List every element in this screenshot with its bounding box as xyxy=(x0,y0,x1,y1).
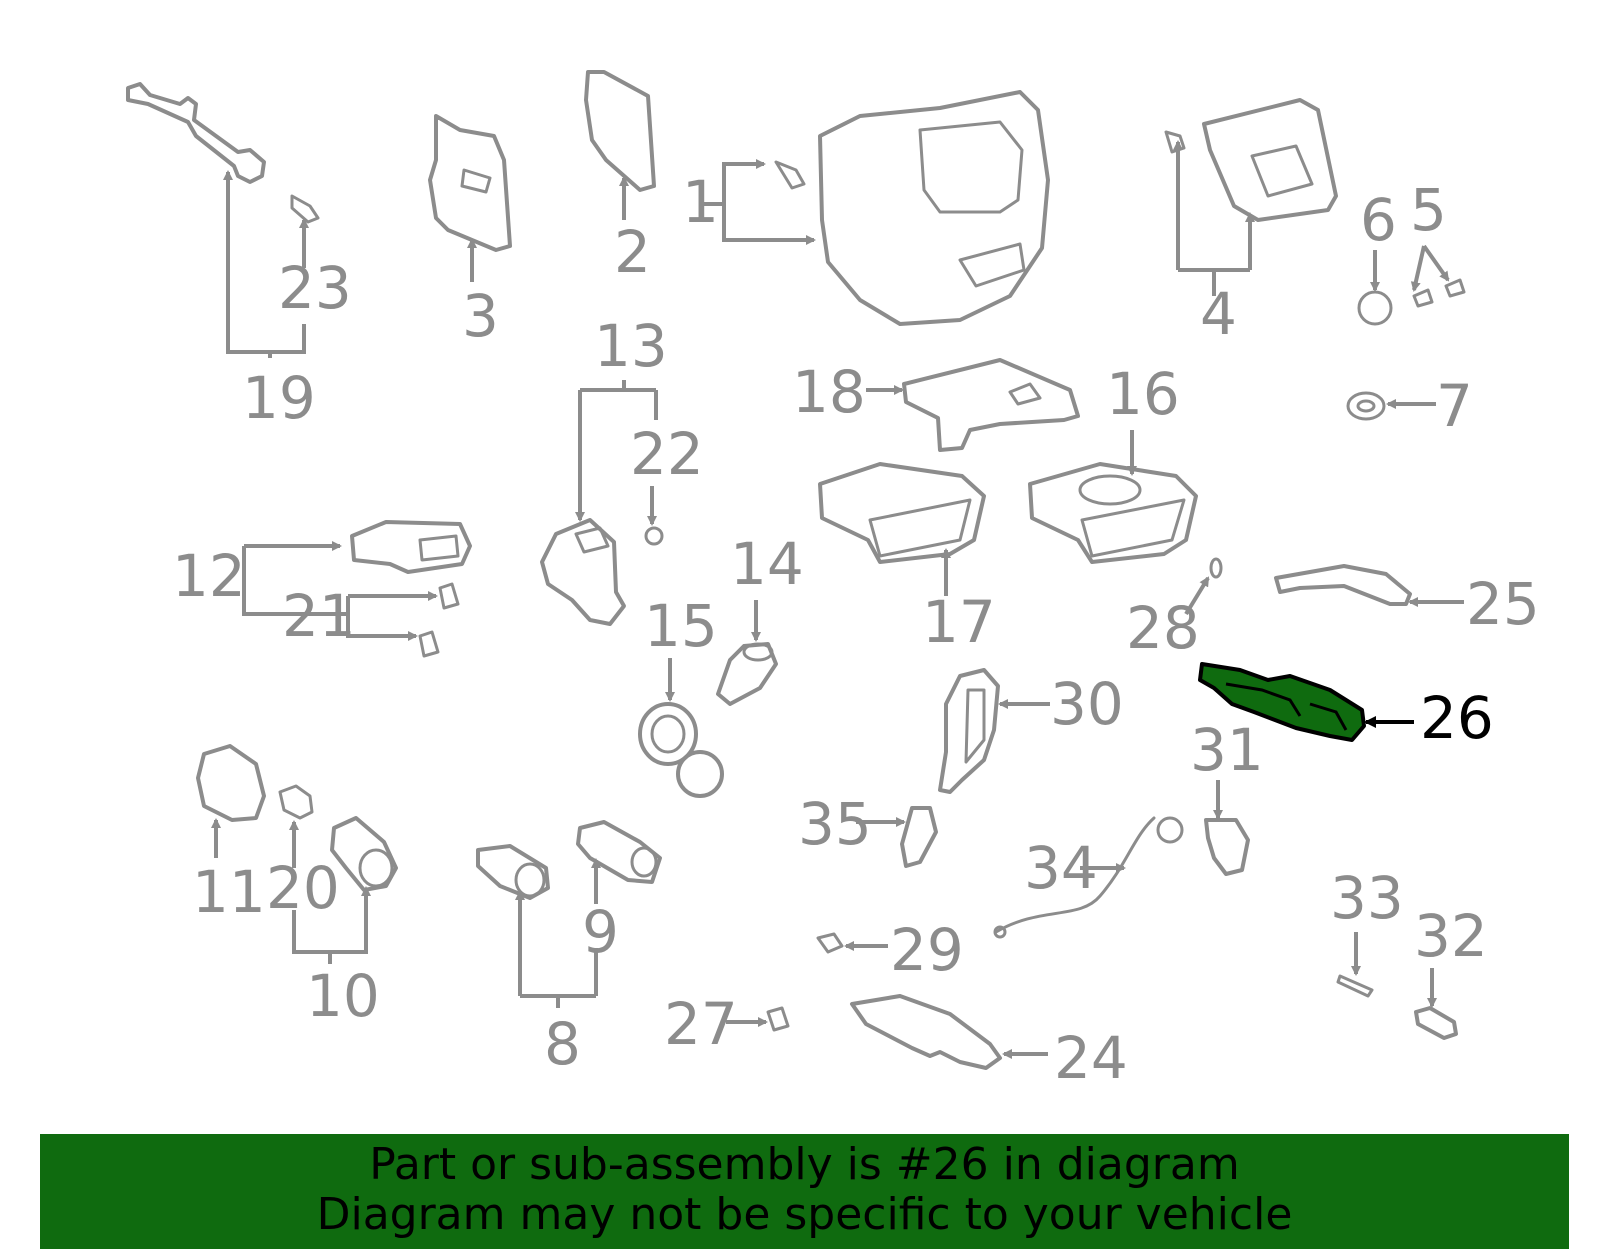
callout-18: 18 xyxy=(792,358,866,426)
part-1-console xyxy=(774,90,1050,326)
part-4-shift-panel xyxy=(1164,98,1338,222)
part-29-clip xyxy=(816,932,844,954)
callout-5: 5 xyxy=(1410,176,1447,244)
part-10-socket xyxy=(330,816,398,892)
callout-2: 2 xyxy=(614,218,651,286)
part-22-clip xyxy=(644,526,664,546)
callout-35: 35 xyxy=(798,790,872,858)
part-26-highlighted[interactable] xyxy=(1198,662,1366,742)
callout-13: 13 xyxy=(594,312,668,380)
callout-10: 10 xyxy=(306,962,380,1030)
callout-9: 9 xyxy=(582,898,619,966)
callout-33: 33 xyxy=(1330,864,1404,932)
callout-20: 20 xyxy=(266,854,340,922)
part-25-trim xyxy=(1274,564,1412,606)
part-8-lighter xyxy=(476,844,550,900)
part-11-bracket xyxy=(196,744,266,822)
callout-31: 31 xyxy=(1190,716,1264,784)
callout-1: 1 xyxy=(682,168,719,236)
callout-15: 15 xyxy=(644,592,718,660)
callout-8: 8 xyxy=(544,1010,581,1078)
callout-26[interactable]: 26 xyxy=(1420,684,1494,752)
part-24-trim xyxy=(850,994,1002,1070)
callout-6: 6 xyxy=(1360,186,1397,254)
callout-19: 19 xyxy=(242,364,316,432)
part-18-bracket xyxy=(902,358,1080,452)
callout-4: 4 xyxy=(1200,280,1237,348)
part-31-knob xyxy=(1204,818,1250,876)
part-35-boot xyxy=(900,806,938,868)
callout-23: 23 xyxy=(278,254,352,322)
callout-30: 30 xyxy=(1050,670,1124,738)
callout-3: 3 xyxy=(462,282,499,350)
callout-27: 27 xyxy=(664,990,738,1058)
part-9-socket xyxy=(576,820,662,884)
callout-11: 11 xyxy=(192,858,266,926)
part-20-bulb xyxy=(278,784,314,820)
callout-28: 28 xyxy=(1126,594,1200,662)
part-21-clips xyxy=(418,582,460,658)
callout-12: 12 xyxy=(172,542,246,610)
callout-24: 24 xyxy=(1054,1024,1128,1092)
callout-14: 14 xyxy=(730,530,804,598)
banner-line-2: Diagram may not be specific to your vehi… xyxy=(316,1189,1293,1240)
callout-21: 21 xyxy=(282,582,356,650)
part-7-grommet xyxy=(1346,391,1386,421)
part-15-cupholder-ring xyxy=(638,702,724,798)
part-6-cap xyxy=(1357,290,1393,326)
part-34-cable xyxy=(993,816,1184,939)
part-19-cable xyxy=(126,82,266,184)
part-16-cupholder xyxy=(1028,462,1198,564)
callout-34: 34 xyxy=(1024,834,1098,902)
callout-22: 22 xyxy=(630,420,704,488)
part-28-pin xyxy=(1209,557,1223,579)
part-23-clip xyxy=(290,194,320,224)
part-17-box xyxy=(818,462,986,564)
part-27-clip xyxy=(766,1006,790,1032)
part-32-bulb xyxy=(1414,1006,1458,1040)
callout-16: 16 xyxy=(1106,360,1180,428)
part-12-switch xyxy=(350,520,472,574)
part-13-module xyxy=(540,518,626,626)
callout-32: 32 xyxy=(1414,902,1488,970)
part-14-lighter xyxy=(716,642,778,706)
callout-29: 29 xyxy=(890,916,964,984)
callout-17: 17 xyxy=(922,588,996,656)
part-5-clips xyxy=(1412,278,1466,308)
callout-25: 25 xyxy=(1466,570,1540,638)
info-banner: Part or sub-assembly is #26 in diagram D… xyxy=(40,1134,1569,1249)
part-30-shift-knob xyxy=(938,668,1000,794)
callout-7: 7 xyxy=(1436,372,1473,440)
part-3-bracket xyxy=(428,114,512,252)
part-2-panel xyxy=(584,70,656,192)
banner-line-1: Part or sub-assembly is #26 in diagram xyxy=(369,1139,1240,1190)
part-33-pin xyxy=(1336,974,1374,998)
